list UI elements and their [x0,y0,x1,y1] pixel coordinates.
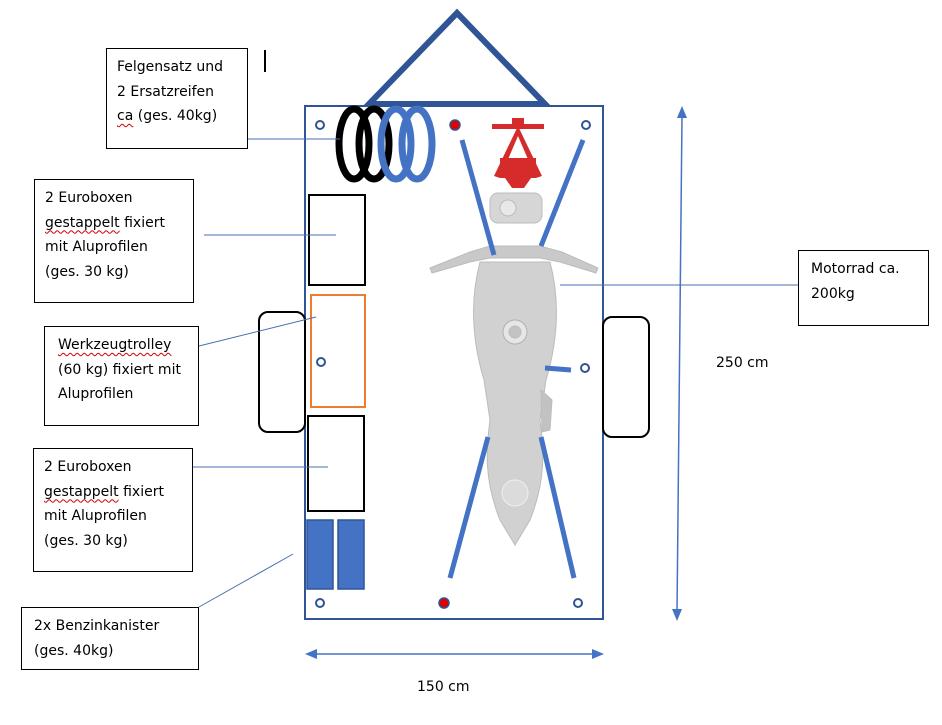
red-anchor-points [438,119,461,609]
label-rims-line-2: 2 Ersatzreifen [117,83,215,100]
wheel-chock-icon [492,118,544,188]
tie-down-points [315,120,591,608]
red-dot-icon [449,119,461,131]
leader-fuel-cans [198,553,294,608]
fuel-can-left [306,519,334,590]
label-fuel-cans-line-1: 2x Benzinkanister [34,618,160,634]
strap-front-left [459,139,497,256]
label-motorcycle[interactable]: Motorrad ca. 200kg [798,250,929,326]
strap-mid-right [544,365,572,373]
tie-down-straps [447,139,586,579]
trailer-drawbar-icon [361,8,553,107]
circle-ring-icon [573,598,583,608]
circle-ring-icon [315,120,325,130]
strap-rear-left [447,436,491,579]
circle-ring-icon [315,598,325,608]
tool-trolley [310,294,366,408]
spellcheck-squiggle: gestappelt [45,214,120,231]
red-dot-icon [438,597,450,609]
motorcycle-topview-icon [429,192,599,546]
label-rims[interactable]: Felgensatz und 2 Ersatzreifen ca (ges. 4… [106,48,248,149]
circle-ring-icon [580,363,590,373]
label-tool-trolley-line-1: Werkzeugtrolley [58,333,188,358]
label-rims-line-1: Felgensatz und [117,59,223,75]
strap-rear-right [538,436,577,579]
text-cursor [264,50,266,72]
spellcheck-squiggle: ca [117,108,134,124]
label-euroboxes-top[interactable]: 2 Euroboxen gestappelt fixiert mit Alupr… [34,179,194,303]
right-wheel-fender [602,316,650,438]
spellcheck-squiggle: gestappelt [44,483,119,500]
eurobox-bottom [307,415,365,512]
label-euroboxes-bottom-line-2: gestappelt fixiert [44,483,164,500]
label-euroboxes-bottom-line-3: mit Aluprofilen [44,508,147,524]
leader-lines [193,138,798,608]
label-euroboxes-top-line-2: gestappelt fixiert [45,214,165,231]
label-euroboxes-bottom-line-4: (ges. 30 kg) [44,532,128,549]
leader-tool-trolley [198,316,317,347]
label-motorcycle-line-1: Motorrad ca. [811,261,900,277]
dimension-width-label: 150 cm [417,679,470,695]
spellcheck-squiggle: Werkzeugtrolley [58,337,172,353]
label-euroboxes-top-line-1: 2 Euroboxen [45,190,133,206]
label-tool-trolley[interactable]: Werkzeugtrolley (60 kg) fixiert mit Alup… [44,326,199,426]
dimension-arrow-width [305,649,604,659]
label-tool-trolley-line-2: (60 kg) fixiert mit [58,361,181,378]
tire-rings-icon [335,105,436,183]
dimension-length-label: 250 cm [716,355,769,371]
circle-ring-icon [316,357,326,367]
circle-ring-icon [581,120,591,130]
label-euroboxes-top-line-3: mit Aluprofilen [45,239,148,255]
label-tool-trolley-line-3: Aluprofilen [58,386,134,402]
dimension-arrow-length [672,106,687,621]
eurobox-top [308,194,366,286]
fuel-can-right [337,519,365,590]
label-fuel-cans-line-2: (ges. 40kg) [34,642,114,659]
label-motorcycle-line-2: 200kg [811,285,855,302]
label-euroboxes-bottom[interactable]: 2 Euroboxen gestappelt fixiert mit Alupr… [33,448,193,572]
label-rims-line-3: ca (ges. 40kg) [117,108,218,124]
label-euroboxes-top-line-4: (ges. 30 kg) [45,263,129,280]
label-euroboxes-bottom-line-1: 2 Euroboxen [44,459,132,475]
strap-front-right [538,139,586,247]
label-fuel-cans[interactable]: 2x Benzinkanister (ges. 40kg) [21,607,199,670]
left-wheel-fender [258,311,306,433]
